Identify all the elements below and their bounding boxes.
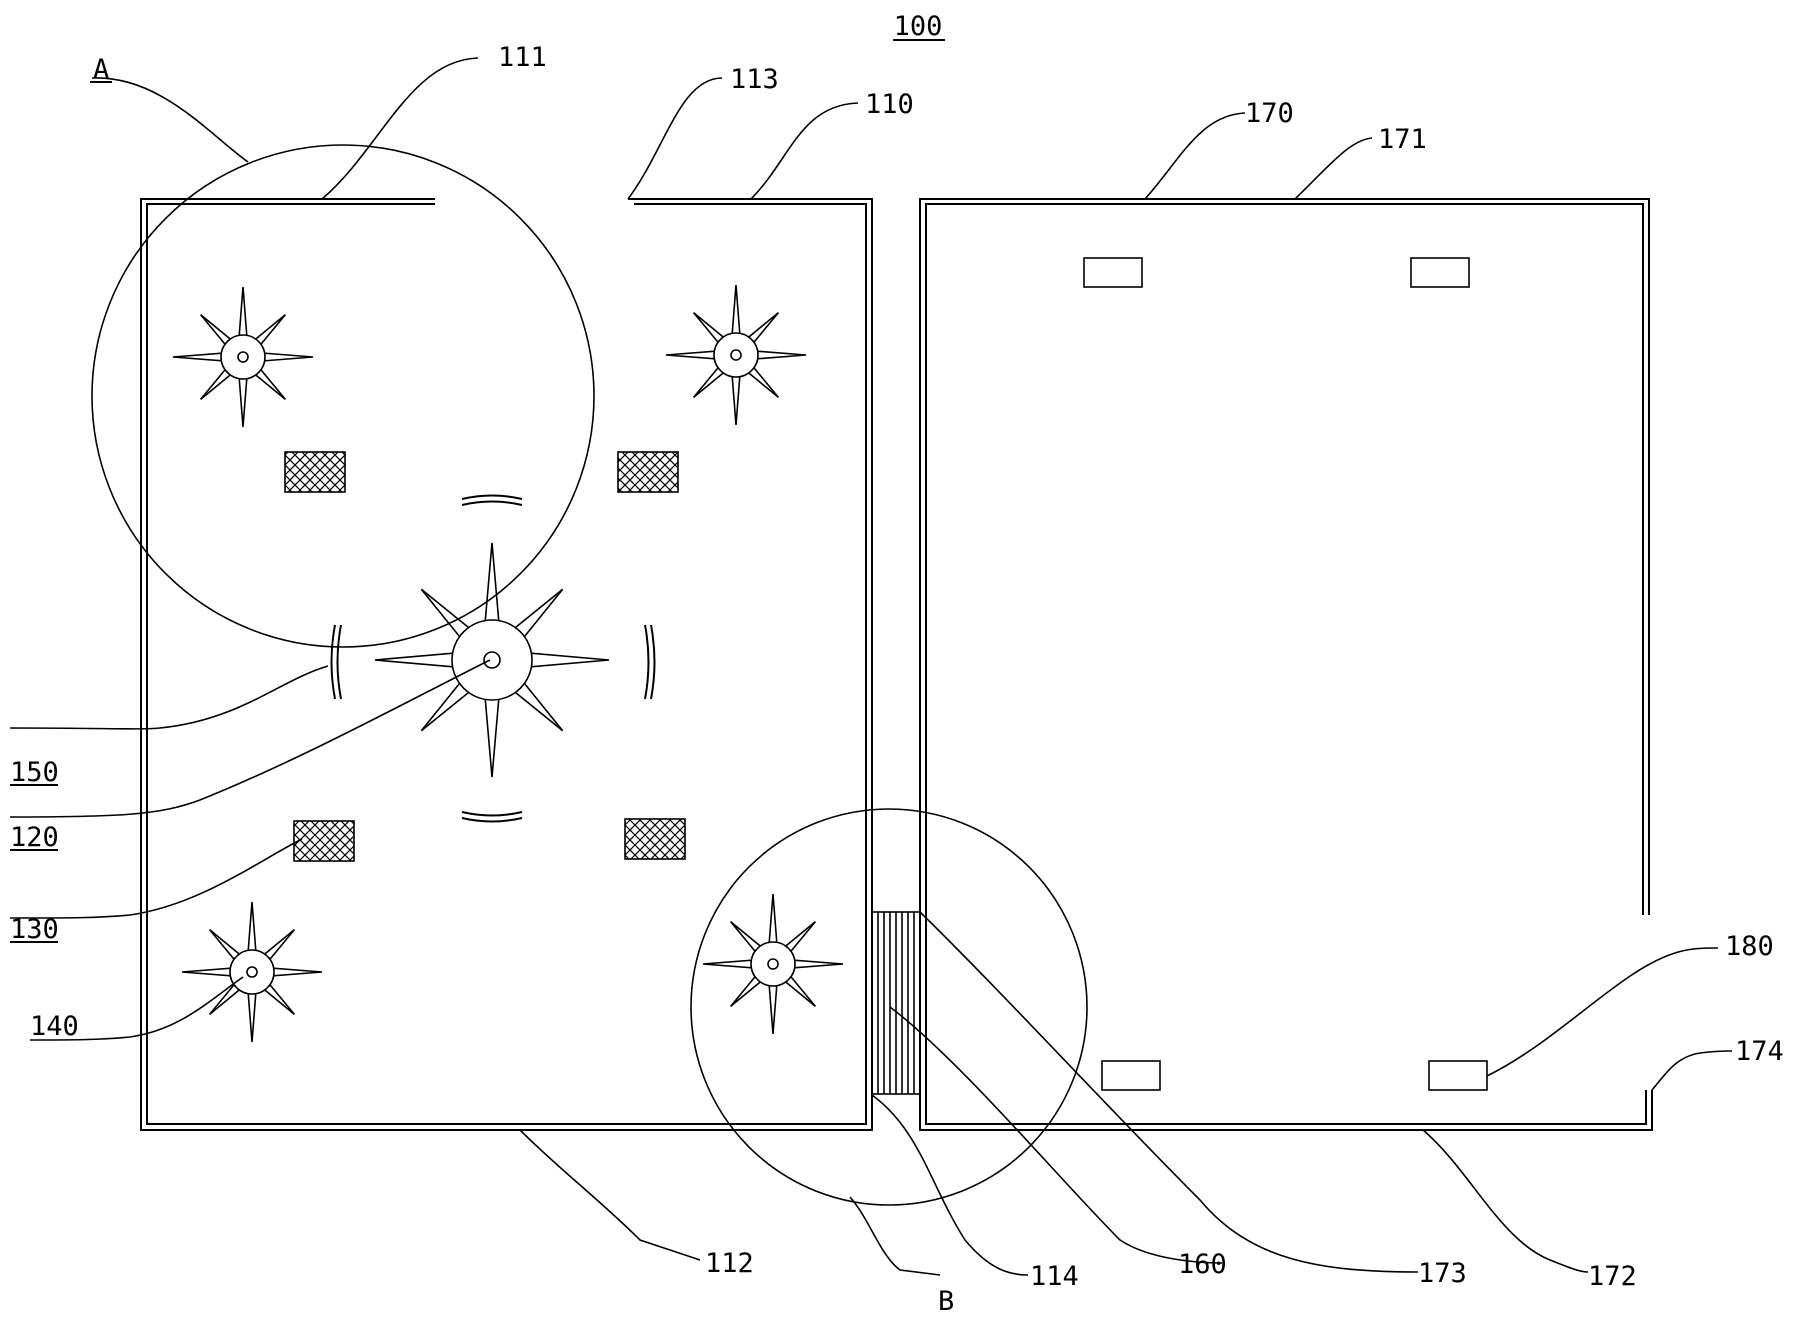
connecting-channel-160 bbox=[871, 911, 921, 1095]
label-180: 180 bbox=[1725, 931, 1774, 962]
svg-text:100: 100 bbox=[894, 11, 943, 42]
main-fan-120 bbox=[374, 542, 610, 778]
label-171: 171 bbox=[1378, 124, 1427, 155]
fan-140-top-right-blades bbox=[665, 284, 807, 426]
fan-140-top-left bbox=[172, 286, 314, 428]
label-a: A bbox=[93, 54, 109, 85]
fan-140-top-left-axle bbox=[237, 351, 249, 363]
sensors-180 bbox=[1083, 257, 1488, 1091]
fan-140-bottom-left-axle bbox=[246, 966, 258, 978]
detail-circle-b bbox=[690, 808, 1088, 1206]
label-173: 173 bbox=[1418, 1258, 1467, 1289]
fan-140-bottom-left bbox=[181, 901, 323, 1043]
label-112: 112 bbox=[705, 1248, 754, 1279]
filter-blocks-130 bbox=[284, 451, 686, 862]
fan-140-top-left-blades bbox=[172, 286, 314, 428]
fan-140-bottom-right bbox=[702, 893, 844, 1035]
figure-number: 100 bbox=[893, 11, 945, 42]
label-160: 160 bbox=[1178, 1249, 1227, 1280]
detail-circle-a bbox=[91, 144, 595, 648]
main-fan-120-axle bbox=[483, 651, 501, 669]
label-b: B bbox=[938, 1286, 954, 1317]
label-114: 114 bbox=[1030, 1261, 1079, 1292]
leader-lines bbox=[9, 57, 1733, 1276]
reference-labels: A 111 113 110 170 171 150 120 130 140 11… bbox=[10, 42, 1784, 1317]
label-110: 110 bbox=[865, 89, 914, 120]
guide-arcs-150 bbox=[330, 494, 656, 823]
left-housing-110 bbox=[140, 198, 873, 1131]
label-120: 120 bbox=[10, 822, 59, 853]
label-140: 140 bbox=[30, 1011, 79, 1042]
right-housing-170 bbox=[919, 198, 1653, 1131]
label-150: 150 bbox=[10, 757, 59, 788]
fan-140-bottom-right-blades bbox=[702, 893, 844, 1035]
fan-140-top-right-axle bbox=[730, 349, 742, 361]
fan-140-bottom-right-axle bbox=[767, 958, 779, 970]
label-130: 130 bbox=[10, 914, 59, 945]
fan-140-top-right bbox=[665, 284, 807, 426]
main-fan-120-blades bbox=[374, 542, 610, 778]
label-174: 174 bbox=[1735, 1036, 1784, 1067]
fan-140-bottom-left-blades bbox=[181, 901, 323, 1043]
label-111: 111 bbox=[498, 42, 547, 73]
label-170: 170 bbox=[1245, 98, 1294, 129]
label-113: 113 bbox=[730, 64, 779, 95]
label-172: 172 bbox=[1588, 1261, 1637, 1292]
